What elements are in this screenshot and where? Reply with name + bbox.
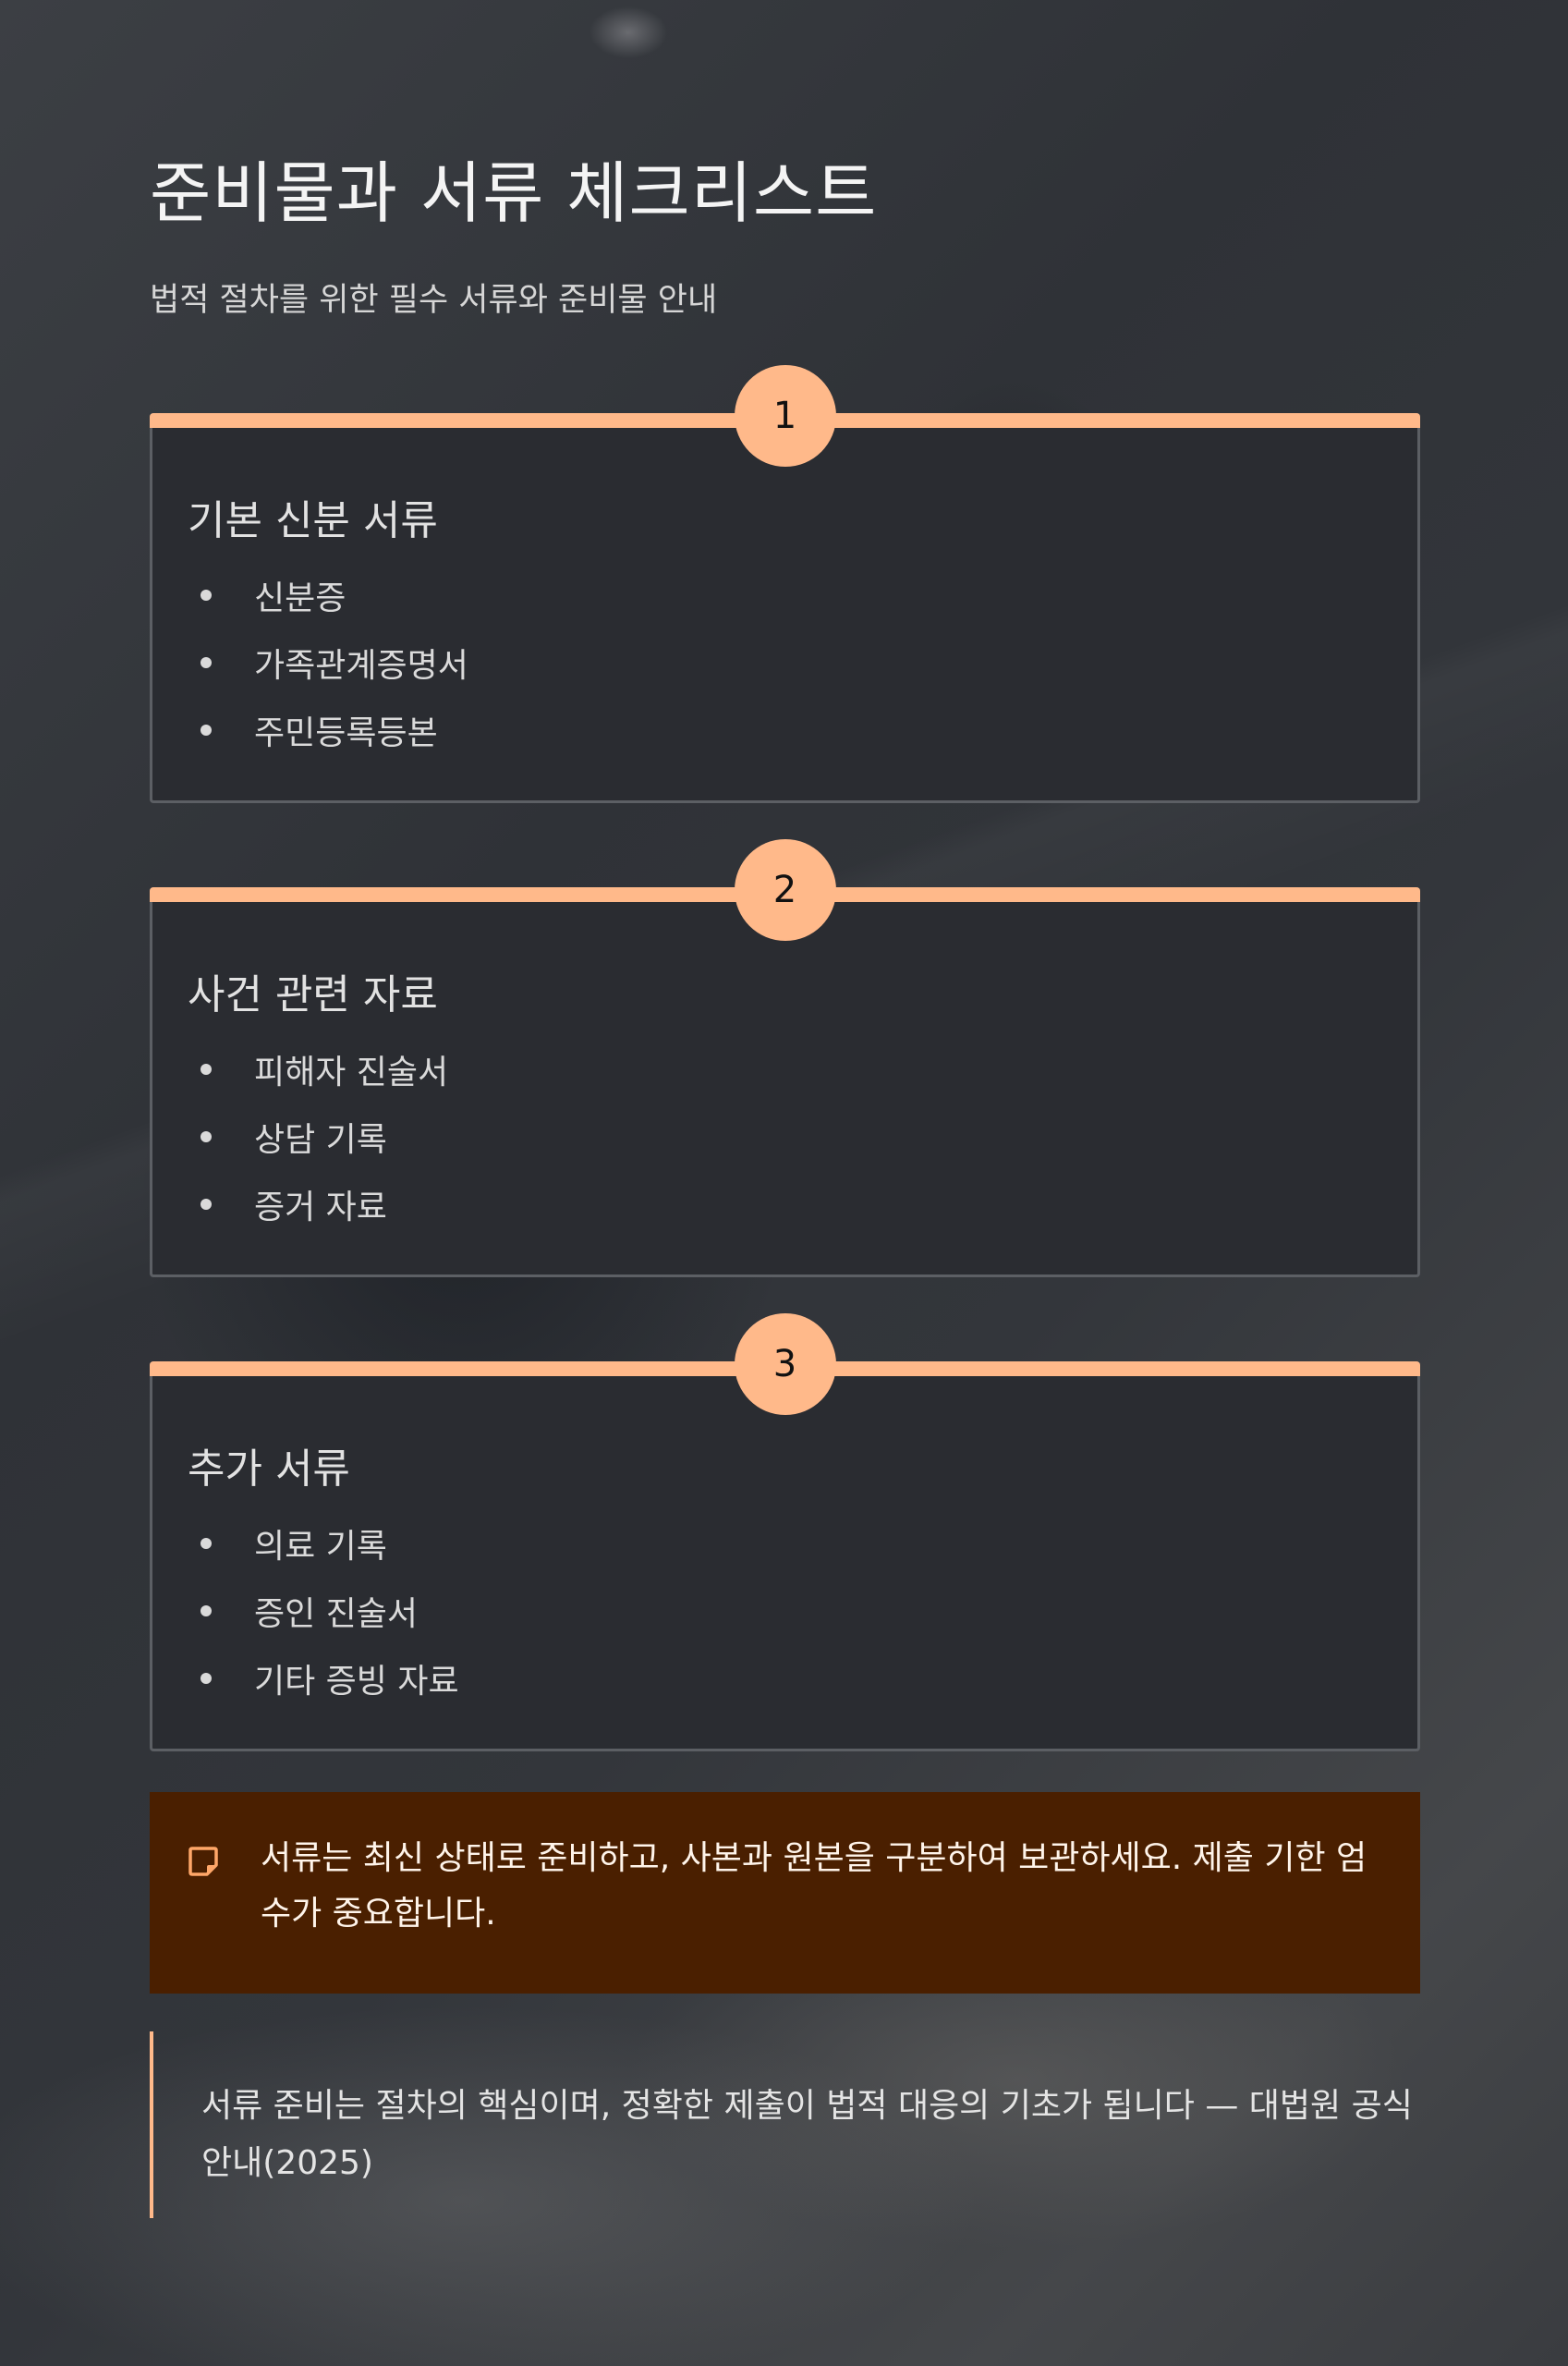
source-quote: 서류 준비는 절차의 핵심이며, 정확한 제출이 법적 대응의 기초가 됩니다 … <box>150 2031 1420 2218</box>
list-item-label: 기타 증빙 자료 <box>254 1662 459 1701</box>
list-item: 증거 자료 <box>188 1170 448 1238</box>
bullet-icon <box>201 724 212 736</box>
list-item-label: 증거 자료 <box>254 1188 387 1226</box>
checklist-card-1: 1 기본 신분 서류 신분증 가족관계증명서 주민등록등본 <box>150 365 1420 803</box>
bullet-icon <box>201 1537 212 1549</box>
bullet-icon <box>201 1130 212 1142</box>
bullet-icon <box>201 1604 212 1616</box>
list-item: 주민등록등본 <box>188 696 468 763</box>
checklist-card-2: 2 사건 관련 자료 피해자 진술서 상담 기록 증거 자료 <box>150 839 1420 1277</box>
list-item-label: 증인 진술서 <box>254 1594 419 1633</box>
step-number-badge: 2 <box>734 839 836 941</box>
list-item-label: 피해자 진술서 <box>254 1053 449 1092</box>
list-item-label: 의료 기록 <box>254 1527 387 1566</box>
list-item: 피해자 진술서 <box>188 1035 448 1103</box>
card-heading: 사건 관련 자료 <box>188 971 438 1018</box>
page-title: 준비물과 서류 체크리스트 <box>150 154 878 232</box>
bullet-icon <box>201 1672 212 1684</box>
sticky-note-icon <box>188 1847 218 1876</box>
step-number-badge: 3 <box>734 1313 836 1415</box>
bullet-icon <box>201 1198 212 1210</box>
bullet-icon <box>201 589 212 601</box>
list-item-label: 가족관계증명서 <box>254 646 468 685</box>
list-item: 가족관계증명서 <box>188 628 468 696</box>
card-heading: 추가 서류 <box>188 1445 350 1493</box>
list-item: 증인 진술서 <box>188 1577 459 1644</box>
list-item: 의료 기록 <box>188 1509 459 1577</box>
list-item: 신분증 <box>188 561 468 628</box>
list-item-label: 신분증 <box>254 579 346 617</box>
document-list: 의료 기록 증인 진술서 기타 증빙 자료 <box>188 1509 459 1712</box>
document-list: 피해자 진술서 상담 기록 증거 자료 <box>188 1035 448 1238</box>
document-list: 신분증 가족관계증명서 주민등록등본 <box>188 561 468 763</box>
callout-text: 서류는 최신 상태로 준비하고, 사본과 원본을 구분하여 보관하세요. 제출 … <box>261 1839 1367 1933</box>
page-subtitle: 법적 절차를 위한 필수 서류와 준비물 안내 <box>150 282 718 319</box>
list-item-label: 주민등록등본 <box>254 713 438 752</box>
bullet-icon <box>201 1063 212 1075</box>
list-item: 기타 증빙 자료 <box>188 1644 459 1712</box>
list-item-label: 상담 기록 <box>254 1120 387 1159</box>
card-heading: 기본 신분 서류 <box>188 497 438 544</box>
tip-callout: 서류는 최신 상태로 준비하고, 사본과 원본을 구분하여 보관하세요. 제출 … <box>150 1792 1420 1994</box>
step-number-badge: 1 <box>734 365 836 467</box>
list-item: 상담 기록 <box>188 1103 448 1170</box>
bullet-icon <box>201 656 212 668</box>
quote-text: 서류 준비는 절차의 핵심이며, 정확한 제출이 법적 대응의 기초가 됩니다 … <box>201 2087 1413 2182</box>
checklist-card-3: 3 추가 서류 의료 기록 증인 진술서 기타 증빙 자료 <box>150 1313 1420 1751</box>
